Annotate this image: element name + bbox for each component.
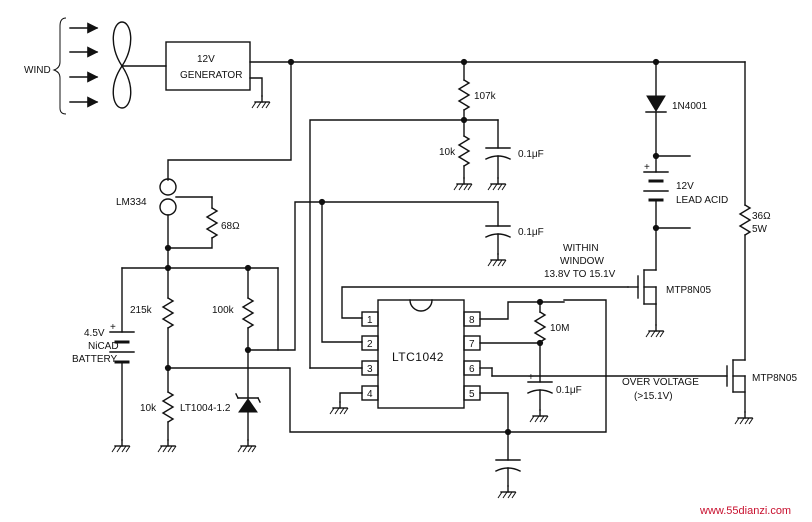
lead-acid-branch: 1N4001 + 12V LEAD ACID	[643, 61, 728, 271]
c01-mid-label: 0.1μF	[518, 227, 544, 238]
resistor-107k	[457, 79, 471, 111]
watermark: www.55dianzi.com	[699, 505, 791, 517]
ground-icon	[497, 485, 517, 499]
ground-icon	[251, 95, 271, 109]
lm334-icon	[159, 198, 177, 216]
ground-icon	[157, 439, 177, 453]
lead-acid-label-2: LEAD ACID	[676, 195, 728, 206]
r36-label-1: 36Ω	[752, 211, 771, 222]
generator-label-2: GENERATOR	[180, 70, 242, 81]
pin-3-label: 3	[367, 364, 373, 375]
ground-icon	[487, 177, 507, 191]
ic-right-network: 10M + 0.1μF	[479, 298, 582, 499]
resistor-10k-bottom	[161, 391, 175, 423]
lead-plus: +	[644, 162, 650, 173]
wire-to-pin3	[309, 119, 465, 369]
ground-icon	[734, 411, 754, 425]
c01-top-label: 0.1μF	[518, 149, 544, 160]
wire-pin2	[321, 201, 363, 343]
resistor-100k	[241, 297, 255, 329]
wire-lm334-feed	[167, 61, 292, 181]
ic-pin-1	[361, 311, 379, 327]
lm334-label: LM334	[116, 197, 147, 208]
wire-ref	[247, 201, 323, 351]
r36-label-2: 5W	[752, 224, 768, 235]
ground-icon	[329, 401, 349, 415]
reference-section: 100k LT1004-1.2	[180, 201, 323, 453]
mid-capacitor: 0.1μF	[318, 198, 544, 343]
generator: 12V GENERATOR	[165, 41, 271, 109]
over-label-2: (>15.1V)	[634, 391, 673, 402]
generator-ground-wire	[249, 77, 263, 97]
ground-icon	[529, 409, 549, 423]
mosfet-1: MTP8N05 WITHIN WINDOW 13.8V TO 15.1V	[341, 243, 711, 338]
ic-notch	[409, 299, 433, 312]
r68-label: 68Ω	[221, 221, 240, 232]
lm334-section: LM334 68Ω	[116, 61, 292, 269]
resistor-215k	[161, 297, 175, 329]
diode-label: 1N4001	[672, 101, 707, 112]
r10m-label: 10M	[550, 323, 569, 334]
fan-icon	[112, 21, 132, 109]
ic-label: LTC1042	[392, 350, 444, 364]
diode-1n4001	[646, 95, 666, 112]
nicad-label-2: NiCAD	[88, 341, 119, 352]
divider-107k-10k: 107k 10k 0.1μF	[309, 61, 544, 369]
lm334-icon	[159, 178, 177, 196]
r100k-label: 100k	[212, 305, 235, 316]
over-label-1: OVER VOLTAGE	[622, 377, 699, 388]
lead-acid-label-1: 12V	[676, 181, 694, 192]
wire-pin1	[341, 286, 629, 319]
pin-6-label: 6	[469, 364, 475, 375]
nicad-rail: + 4.5V NiCAD BATTERY	[72, 264, 279, 453]
ic-pin-2	[361, 335, 379, 351]
wind-brace	[52, 17, 67, 115]
ground-icon	[453, 177, 473, 191]
within-label-3: 13.8V TO 15.1V	[544, 269, 616, 280]
ground-icon	[237, 439, 257, 453]
mosfet2-label: MTP8N05	[752, 373, 797, 384]
ground-icon	[487, 253, 507, 267]
battery-12v-icon	[643, 171, 669, 202]
r10k-bottom-label: 10k	[140, 403, 157, 414]
divider-215k-10k: 215k 10k	[130, 267, 607, 453]
resistor-36-ohm	[738, 204, 752, 236]
ground-icon	[111, 439, 131, 453]
c01-right-label: 0.1μF	[556, 385, 582, 396]
r107k-label: 107k	[474, 91, 497, 102]
ic-ltc1042: LTC1042 1 2 3 4 8 7 6 5	[309, 299, 481, 415]
nicad-label-3: BATTERY	[72, 354, 118, 365]
nicad-plus: +	[110, 322, 116, 333]
nicad-label-1: 4.5V	[84, 328, 105, 339]
wind-label: WIND	[24, 65, 51, 76]
resistor-68-ohm	[205, 207, 219, 239]
wind-section: WIND	[24, 17, 167, 115]
pin-2-label: 2	[367, 339, 373, 350]
resistor-10k-top	[457, 135, 471, 167]
within-label-2: WINDOW	[560, 256, 604, 267]
ref-label: LT1004-1.2	[180, 403, 231, 414]
resistor-10m	[533, 311, 547, 343]
pin-5-label: 5	[469, 389, 475, 400]
ground-icon	[645, 324, 665, 338]
pin-1-label: 1	[367, 315, 373, 326]
top-rail	[249, 58, 746, 206]
r215k-label: 215k	[130, 305, 153, 316]
wire-pin7-loop	[167, 299, 607, 433]
overvoltage-branch: 36Ω 5W MTP8N05 OVER VOLTAGE (>15.1V)	[491, 204, 797, 425]
r10k-top-label: 10k	[439, 147, 456, 158]
pin-7-label: 7	[469, 339, 475, 350]
within-label-1: WITHIN	[563, 243, 599, 254]
mosfet1-label: MTP8N05	[666, 285, 711, 296]
cap-plus: +	[528, 372, 534, 383]
pin-4-label: 4	[367, 389, 373, 400]
pin-8-label: 8	[469, 315, 475, 326]
generator-label-1: 12V	[197, 54, 215, 65]
